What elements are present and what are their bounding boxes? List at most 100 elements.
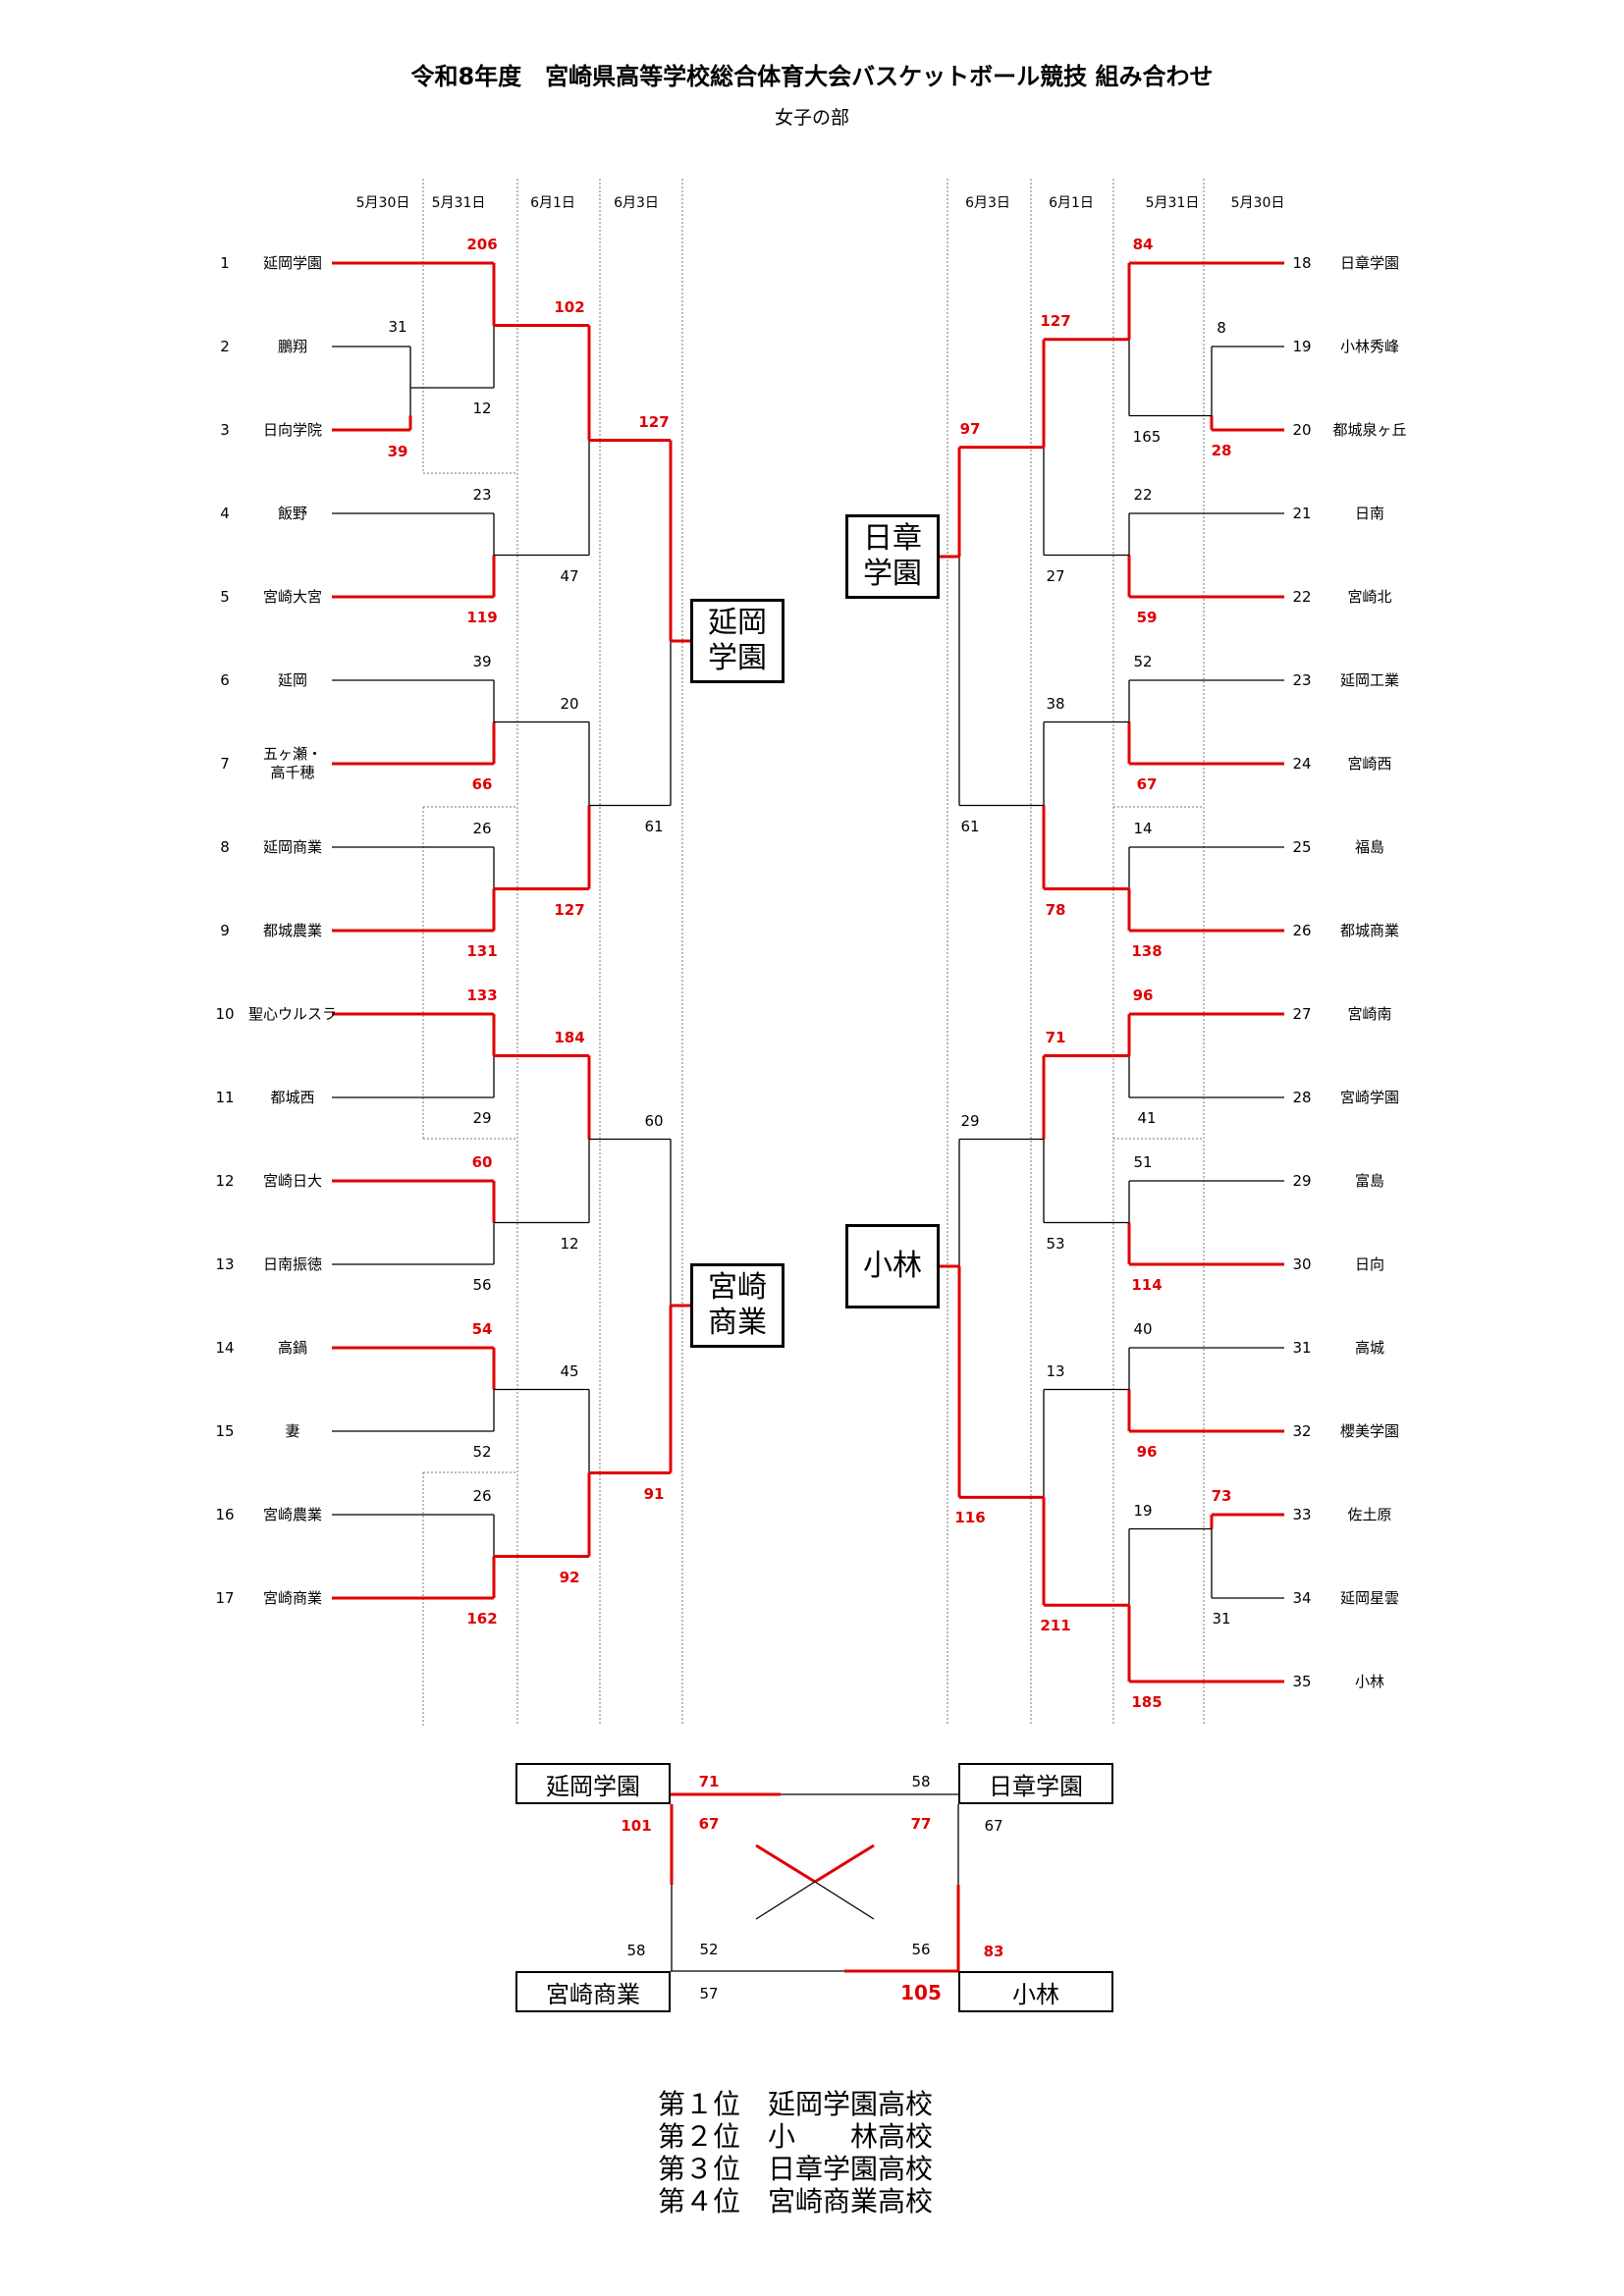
team-seed: 6 <box>220 671 230 689</box>
team-name: 飯野 <box>277 505 308 522</box>
score-round0: 31 <box>1212 1610 1231 1628</box>
score-round1: 26 <box>472 820 492 837</box>
date-label-right: 6月3日 <box>965 195 1010 211</box>
final-line <box>755 1843 816 1884</box>
team-name: 聖心ウルスラ <box>247 1005 338 1023</box>
team-name: 高城 <box>1354 1339 1385 1357</box>
score-round2: 12 <box>560 1234 579 1253</box>
team-seed: 21 <box>1292 505 1312 522</box>
team-seed: 17 <box>215 1589 235 1607</box>
block-winner-right-bottom: 小林 <box>845 1224 940 1308</box>
score-round2: 47 <box>560 566 579 585</box>
final-score-diag-tl: 67 <box>698 1815 720 1833</box>
score-round3: 61 <box>644 817 664 835</box>
team-name: 宮崎北 <box>1347 588 1392 606</box>
team-seed: 7 <box>220 755 230 773</box>
team-name: 宮崎日大 <box>262 1172 323 1190</box>
score-round2: 211 <box>1040 1617 1071 1635</box>
final-team-bottom-right: 小林 <box>958 1971 1113 2012</box>
team-seed: 14 <box>215 1339 235 1357</box>
team-seed: 25 <box>1292 838 1312 856</box>
team-name: 延岡商業 <box>262 838 323 856</box>
score-round2: 127 <box>1040 311 1071 330</box>
block-winner-right-top-label: 日章 学園 <box>863 521 922 591</box>
score-round1: 84 <box>1132 236 1154 253</box>
team-name: 宮崎農業 <box>262 1506 323 1523</box>
final-score-diag-tr: 77 <box>910 1815 932 1833</box>
final-team-bottom-left: 宮崎商業 <box>515 1971 671 2012</box>
score-round3: 60 <box>644 1111 664 1130</box>
score-round1: 96 <box>1132 987 1154 1004</box>
team-seed: 28 <box>1292 1089 1312 1106</box>
team-seed: 30 <box>1292 1255 1312 1273</box>
score-round1: 162 <box>466 1610 498 1628</box>
final-score-bottom-bl: 57 <box>699 1985 719 2002</box>
score-round1: 96 <box>1136 1443 1158 1461</box>
score-round1: 41 <box>1137 1109 1157 1127</box>
score-round0: 28 <box>1211 442 1232 459</box>
score-round1: 59 <box>1136 609 1158 626</box>
final-score-bottom-br: 105 <box>900 1981 942 2004</box>
team-seed: 33 <box>1292 1506 1312 1523</box>
score-round2: 45 <box>560 1362 579 1380</box>
team-seed: 1 <box>220 254 230 272</box>
final-line <box>814 1843 875 1884</box>
score-round2: 92 <box>559 1568 580 1586</box>
block-winner-left-top: 延岡 学園 <box>690 599 785 683</box>
ranking-4: 第４位 宮崎商業高校 <box>658 2185 934 2217</box>
score-round1: 23 <box>472 486 492 504</box>
block-winner-left-top-label: 延岡 学園 <box>708 606 767 675</box>
team-name: 富島 <box>1354 1172 1385 1190</box>
team-name: 鵬翔 <box>277 338 308 355</box>
team-seed: 12 <box>215 1172 235 1190</box>
final-score-diag-br: 56 <box>911 1941 931 1958</box>
score-round3: 116 <box>954 1509 986 1527</box>
team-seed: 11 <box>215 1089 235 1106</box>
score-round1: 114 <box>1131 1276 1163 1294</box>
team-name: 日南 <box>1354 505 1385 522</box>
date-label-left: 5月30日 <box>355 195 410 211</box>
score-round1: 138 <box>1131 942 1163 960</box>
ranking-2: 第２位 小 林高校 <box>658 2120 934 2153</box>
team-name: 日向 <box>1354 1255 1385 1273</box>
score-round2: 38 <box>1046 694 1065 713</box>
team-name: 宮崎西 <box>1347 755 1392 773</box>
date-label-right: 5月31日 <box>1145 195 1200 211</box>
team-seed: 19 <box>1292 338 1312 355</box>
team-name: 高鍋 <box>277 1339 308 1357</box>
score-round2: 102 <box>554 297 585 316</box>
ranking-1: 第１位 延岡学園高校 <box>658 2088 934 2120</box>
team-seed: 13 <box>215 1255 235 1273</box>
final-score-top-tr: 58 <box>911 1773 931 1790</box>
score-round1: 19 <box>1133 1501 1153 1520</box>
score-round1: 131 <box>466 942 498 960</box>
score-round1: 165 <box>1132 427 1162 446</box>
team-name: 櫻美学園 <box>1339 1422 1400 1440</box>
team-name: 小林秀峰 <box>1339 338 1400 355</box>
team-name: 延岡星雲 <box>1339 1589 1400 1607</box>
date-label-right: 6月1日 <box>1049 195 1094 211</box>
score-round1: 39 <box>472 653 492 670</box>
final-line <box>814 1881 875 1920</box>
team-seed: 5 <box>220 588 230 606</box>
score-round0: 73 <box>1211 1487 1232 1505</box>
final-score-right-top: 67 <box>984 1817 1003 1835</box>
team-seed: 29 <box>1292 1172 1312 1190</box>
page-title: 令和8年度 宮崎県高等学校総合体育大会バスケットボール競技 組み合わせ <box>410 63 1214 90</box>
team-name: 宮崎大宮 <box>262 588 323 606</box>
score-round2: 127 <box>554 900 585 919</box>
team-seed: 4 <box>220 505 230 522</box>
score-round3: 97 <box>959 419 981 438</box>
team-seed: 15 <box>215 1422 235 1440</box>
team-name: 佐土原 <box>1347 1506 1392 1523</box>
score-round3: 29 <box>960 1111 980 1130</box>
score-round1: 51 <box>1133 1153 1153 1171</box>
date-label-left: 6月3日 <box>614 195 659 211</box>
score-round2: 13 <box>1046 1362 1065 1380</box>
final-team-top-right-label: 日章学園 <box>989 1772 1083 1800</box>
score-round1: 66 <box>471 775 493 793</box>
score-round1: 22 <box>1133 486 1153 504</box>
team-name: 五ヶ瀬・ 高千穂 <box>262 745 323 781</box>
team-seed: 23 <box>1292 671 1312 689</box>
final-score-left-top: 101 <box>621 1817 652 1835</box>
